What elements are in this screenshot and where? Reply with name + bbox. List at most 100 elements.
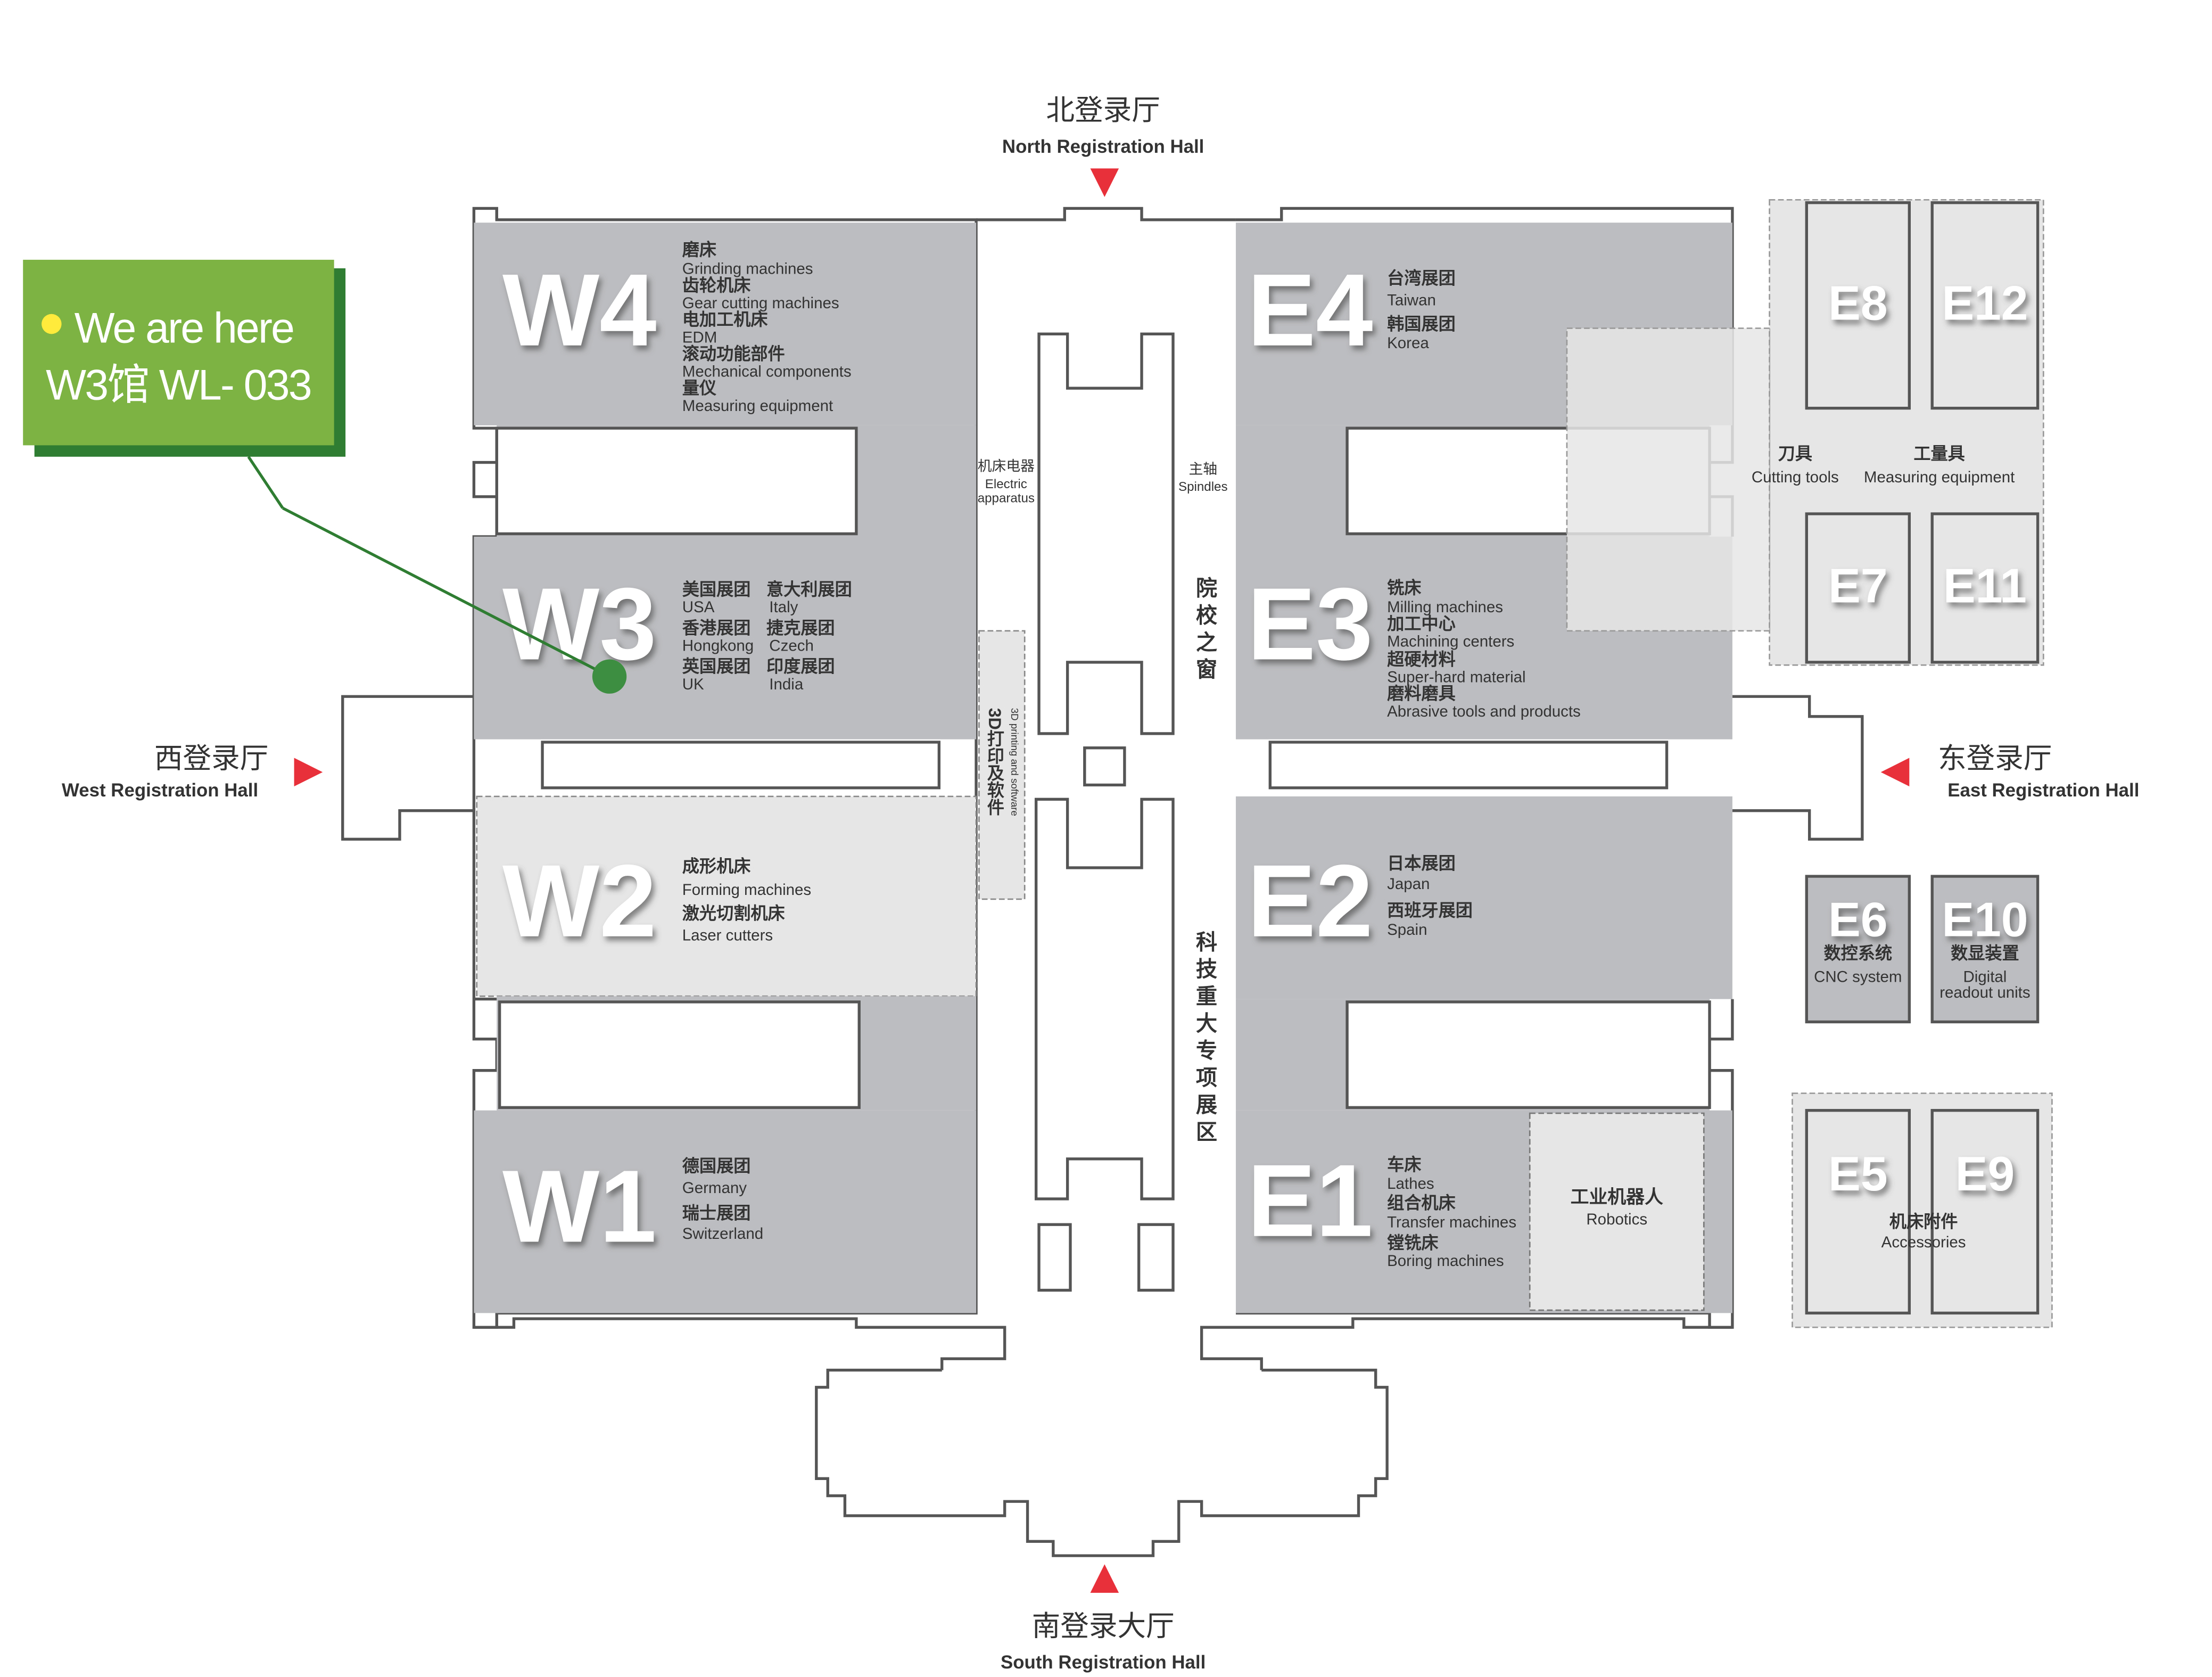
label: 美国展团: [682, 580, 751, 599]
label: 成形机床: [682, 857, 751, 876]
printing-cn: 3D打印及软件: [985, 708, 1004, 816]
hall-e2-name: E2: [1247, 843, 1373, 958]
hall-w1[interactable]: [474, 1110, 977, 1313]
hall-e5-name: E5: [1828, 1147, 1887, 1201]
label: 齿轮机床: [682, 276, 751, 295]
label: Measuring equipment: [682, 397, 833, 415]
cutting-tools-en: Cutting tools: [1752, 468, 1839, 486]
spine-labels: 机床电器 Electric apparatus 主轴 Spindles 3D打印…: [978, 458, 1228, 1148]
east-registration-building: [1732, 695, 1864, 841]
hall-e8-name: E8: [1828, 276, 1887, 331]
west-reg-cn: 西登录厅: [154, 742, 268, 774]
location-marker-icon[interactable]: [592, 659, 627, 694]
label: 组合机床: [1387, 1194, 1456, 1213]
accessories-en: Accessories: [1881, 1234, 1966, 1251]
hall-names: W4 W3 W2 W1 E4 E3 E2 E1 E8 E12 E7 E11 E6…: [502, 252, 2028, 1264]
electric-en2: apparatus: [978, 491, 1035, 506]
cutting-tools-cn: 刀具: [1778, 444, 1812, 463]
hall-w3-labels: 美国展团 USA 香港展团 Hongkong 英国展团 UK 意大利展团 Ita…: [682, 580, 852, 693]
west-arrow-icon: [294, 758, 323, 787]
hall-e6[interactable]: [1805, 875, 1911, 1024]
label: 香港展团: [682, 618, 751, 637]
hall-e9[interactable]: [1930, 1109, 2040, 1315]
label: 量仪: [682, 379, 717, 398]
hall-e5[interactable]: [1805, 1109, 1911, 1315]
label: 磨床: [682, 240, 717, 259]
printing-zone[interactable]: [978, 630, 1026, 900]
north-arrow-icon: [1090, 168, 1119, 197]
label: 台湾展团: [1387, 268, 1456, 287]
hall-e4-name: E4: [1247, 252, 1373, 367]
callout-headline: We are here: [75, 304, 294, 352]
robotics-zone[interactable]: [1529, 1112, 1705, 1311]
hall-w1-labels: 德国展团 Germany 瑞士展团 Switzerland: [682, 1156, 763, 1243]
south-registration: 南登录大厅 South Registration Hall: [1001, 1564, 1206, 1673]
hall-e11[interactable]: [1930, 512, 2040, 664]
label: Forming machines: [682, 881, 811, 899]
label: 滚动功能部件: [682, 344, 785, 364]
robotics-cn: 工业机器人: [1571, 1187, 1663, 1207]
hall-e11-name: E11: [1943, 558, 2027, 613]
hall-w4[interactable]: [474, 223, 977, 425]
hall-e4-labels: 台湾展团 Taiwan 韩国展团 Korea: [1387, 268, 1456, 352]
label: Taiwan: [1387, 292, 1436, 309]
label: 超硬材料: [1387, 650, 1456, 669]
label: 日本展团: [1387, 854, 1456, 873]
label: Laser cutters: [682, 927, 773, 944]
label: 英国展团: [682, 657, 751, 676]
hall-e10[interactable]: [1930, 875, 2040, 1024]
label: Boring machines: [1387, 1252, 1504, 1270]
label: Milling machines: [1387, 598, 1503, 616]
east-annex-top: [1566, 199, 2044, 666]
callout-leader-line: [247, 456, 284, 509]
hall-w2-labels: 成形机床 Forming machines 激光切割机床 Laser cutte…: [682, 857, 811, 944]
label: Czech: [769, 637, 814, 654]
hall-e12[interactable]: [1930, 201, 2040, 410]
e6-en: CNC system: [1814, 968, 1902, 985]
label: Super-hard material: [1387, 668, 1525, 686]
east-annex-bottom: [1792, 1092, 2053, 1328]
spindles-en: Spindles: [1178, 480, 1227, 494]
hall-e2[interactable]: [1235, 796, 1732, 999]
hall-e2-labels: 日本展团 Japan 西班牙展团 Spain: [1387, 854, 1473, 939]
label: Korea: [1387, 334, 1429, 352]
hall-w4-name: W4: [502, 252, 657, 367]
west-registration-building: [341, 695, 474, 841]
label: Grinding machines: [682, 260, 813, 278]
label: 德国展团: [682, 1156, 751, 1175]
robotics-en: Robotics: [1586, 1211, 1647, 1228]
label: 意大利展团: [766, 580, 852, 599]
label: 镗铣床: [1387, 1234, 1439, 1253]
hall-e3-name: E3: [1247, 566, 1373, 681]
label: Gear cutting machines: [682, 294, 839, 312]
label: Germany: [682, 1179, 747, 1197]
north-reg-en: North Registration Hall: [1002, 136, 1204, 157]
label: Hongkong: [682, 637, 754, 654]
label: 电加工机床: [682, 310, 769, 329]
label: 加工中心: [1387, 614, 1456, 633]
hall-e8[interactable]: [1805, 201, 1911, 410]
hall-e7[interactable]: [1805, 512, 1911, 664]
east-reg-cn: 东登录厅: [1938, 742, 2052, 774]
electric-cn: 机床电器: [978, 458, 1035, 474]
hall-e6-name: E6: [1828, 893, 1887, 947]
annex-labels: 刀具 Cutting tools 工量具 Measuring equipment…: [1752, 444, 2031, 1251]
label: 印度展团: [766, 657, 835, 676]
callout-box: [23, 259, 334, 446]
label: Italy: [769, 598, 798, 616]
south-reg-en: South Registration Hall: [1001, 1652, 1206, 1673]
hall-w1-name: W1: [502, 1148, 657, 1263]
hall-e10-name: E10: [1942, 893, 2028, 947]
east-registration: 东登录厅 East Registration Hall: [1880, 742, 2139, 801]
e10-en1: Digital: [1963, 968, 2007, 985]
label: Switzerland: [682, 1225, 763, 1243]
label: Spain: [1387, 921, 1427, 939]
south-reg-cn: 南登录大厅: [1032, 1610, 1175, 1642]
hall-w3-name: W3: [502, 566, 657, 681]
label: 铣床: [1387, 578, 1422, 597]
hall-w3[interactable]: [474, 537, 977, 739]
label: 车床: [1387, 1155, 1422, 1174]
label: Lathes: [1387, 1175, 1434, 1193]
hall-w2[interactable]: [476, 795, 977, 997]
